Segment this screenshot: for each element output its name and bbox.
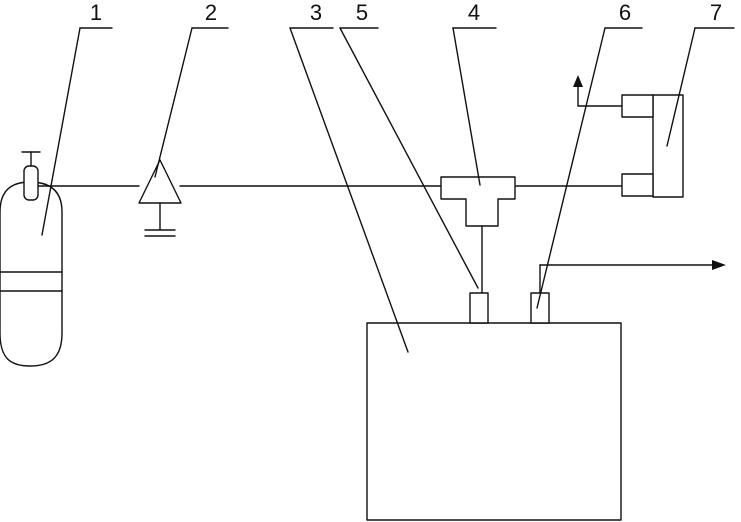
label-2: 2 — [205, 0, 217, 25]
outlet-port — [530, 264, 717, 324]
outlet-arrow-icon — [712, 260, 726, 270]
label-3: 3 — [310, 0, 322, 25]
label-1: 1 — [90, 0, 102, 25]
leader-lines — [41, 27, 735, 353]
tee-connector — [440, 176, 516, 294]
label-4: 4 — [468, 0, 480, 25]
pressure-regulator — [138, 159, 182, 237]
label-5: 5 — [356, 0, 368, 25]
vent-arrow-icon — [573, 75, 583, 87]
container-box — [366, 322, 622, 521]
gas-cylinder — [0, 151, 63, 367]
label-6: 6 — [619, 0, 631, 25]
inlet-port — [469, 292, 489, 324]
label-7: 7 — [710, 0, 722, 25]
detector-unit — [577, 83, 684, 198]
